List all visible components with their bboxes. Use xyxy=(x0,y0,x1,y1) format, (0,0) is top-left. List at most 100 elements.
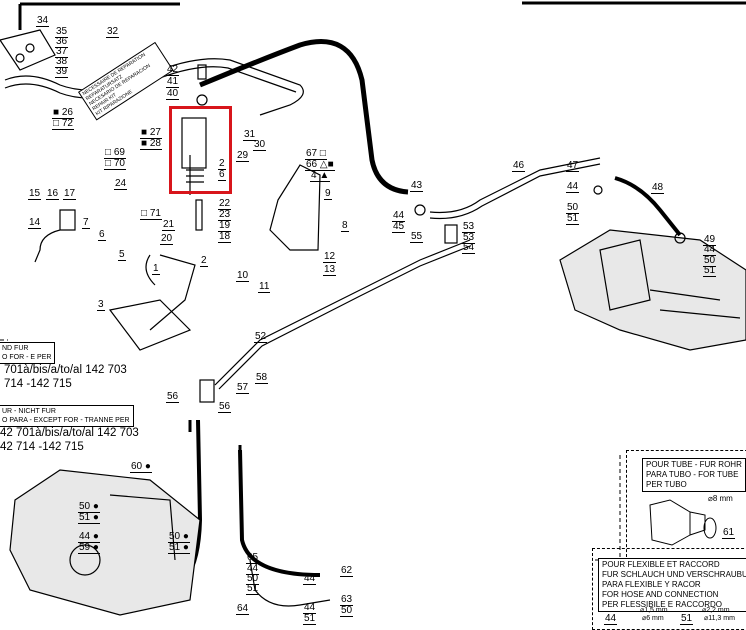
callout: 54 xyxy=(462,242,476,254)
box-text: PARA TUBO - FOR TUBE xyxy=(646,470,739,479)
frame-line-top xyxy=(18,1,746,30)
callout: 61 xyxy=(722,527,736,539)
callout: 56 xyxy=(166,391,180,403)
callout: 44 xyxy=(392,210,406,222)
box-text: POUR FLEXIBLE ET RACCORD xyxy=(602,560,720,569)
connector-53 xyxy=(444,224,458,244)
callout: 31 xyxy=(243,129,257,141)
push-rod xyxy=(195,199,203,231)
transmission-left-detail xyxy=(69,494,176,576)
callout: 57 xyxy=(236,382,250,394)
tube-64 xyxy=(249,559,331,607)
callout: 51 xyxy=(680,613,694,625)
callout: 1 xyxy=(152,263,160,275)
callout: 12 xyxy=(323,251,337,263)
serial-range: 714 -142 715 xyxy=(4,378,72,390)
except-models-box: UR - NICHT FUR O PARA - EXCEPT FOR - TRA… xyxy=(0,405,134,427)
callout: 30 xyxy=(253,139,267,151)
callout: 50 ● xyxy=(168,531,190,543)
callout: 43 xyxy=(410,180,424,192)
callout: 19 xyxy=(218,220,232,232)
callout: 50 xyxy=(246,573,260,585)
callout: 16 xyxy=(46,188,60,200)
callout: 51 xyxy=(246,583,260,595)
callout: 50 ● xyxy=(78,501,100,513)
callout: 42 xyxy=(166,64,180,76)
callout: 22 xyxy=(218,198,232,210)
hose-dimension: ⌀1,5 mm xyxy=(640,607,668,614)
callout: 2 xyxy=(200,255,208,267)
callout: 44 ● xyxy=(78,531,100,543)
highlighted-master-cylinder xyxy=(169,106,232,194)
callout: 4 ▲ xyxy=(310,170,331,182)
callout: 55 xyxy=(410,231,424,243)
callout: 44 xyxy=(604,613,618,625)
callout: 44 xyxy=(566,181,580,193)
callout: 44 xyxy=(703,244,717,256)
master-cylinder xyxy=(181,117,207,169)
box-text: FOR HOSE AND CONNECTION xyxy=(602,590,719,599)
callout: 51 xyxy=(566,213,580,225)
callout: 44 xyxy=(303,602,317,614)
callout: 18 xyxy=(218,231,232,243)
serial-range: 42 701à/bis/a/to/al 142 703 xyxy=(0,427,139,439)
callout: 6 xyxy=(218,169,226,181)
callout: 53 xyxy=(462,221,476,233)
box-text: PER FLESSIBILE E RACCORDO xyxy=(602,600,723,609)
callout: 67 □ xyxy=(305,148,327,160)
transmission-left xyxy=(9,469,201,616)
callout: □ 72 xyxy=(52,118,74,130)
callout: 3 xyxy=(97,299,105,311)
callout: 49 xyxy=(703,234,717,246)
callout: 37 xyxy=(55,46,69,58)
callout: 46 xyxy=(512,160,526,172)
bolt-38 xyxy=(25,43,35,53)
hose-62 xyxy=(238,449,321,577)
note-text: ND FUR xyxy=(2,345,29,352)
hose-box: POUR FLEXIBLE ET RACCORD FUR SCHLAUCH UN… xyxy=(598,558,746,612)
callout: 9 xyxy=(324,188,332,200)
serial-range: 42 714 -142 715 xyxy=(0,441,84,453)
for-models-box: ND FUR O FOR - E PER xyxy=(0,342,56,364)
callout: 6 xyxy=(98,229,106,241)
box-text: FUR SCHLAUCH UND VERSCHRAUBU xyxy=(602,570,746,579)
hose-dimension: ⌀11,3 mm xyxy=(704,615,735,622)
hose-dimension: ⌀6 mm xyxy=(642,615,664,622)
callout: □ 70 xyxy=(104,158,126,170)
callout: ■ 26 xyxy=(52,107,74,119)
clutch-pedal xyxy=(108,254,196,351)
hose-dimension: ⌀2,2 mm xyxy=(702,607,730,614)
fitting-47 xyxy=(593,185,603,195)
note-text: O PARA - EXCEPT FOR - TRANNE PER xyxy=(2,417,130,424)
callout: 14 xyxy=(28,217,42,229)
callout: 40 xyxy=(166,88,180,100)
callout: 36 xyxy=(55,36,69,48)
callout: 47 xyxy=(566,160,580,172)
callout: 60 ● xyxy=(130,461,152,473)
callout: 63 xyxy=(340,594,354,606)
washer-40 xyxy=(196,94,208,106)
callout: 59 ● xyxy=(78,542,100,554)
callout: 51 ● xyxy=(78,512,100,524)
callout: 44 xyxy=(303,573,317,585)
hose-main xyxy=(199,39,409,195)
callout: 44 xyxy=(246,563,260,575)
olive-ring-61 xyxy=(703,517,717,539)
callout: 2 xyxy=(218,158,226,170)
callout: 20 xyxy=(160,233,174,245)
pedal-bracket xyxy=(269,164,321,251)
callout: 23 xyxy=(218,209,232,221)
tube-52 xyxy=(214,239,471,390)
connector-56 xyxy=(199,379,215,403)
callout: 48 xyxy=(651,182,665,194)
callout: 58 xyxy=(255,372,269,384)
callout: 11 xyxy=(258,281,271,293)
callout: 7 xyxy=(82,217,90,229)
callout: 13 xyxy=(323,264,337,276)
callout: 64 xyxy=(236,603,250,615)
tube-box: POUR TUBE - FUR ROHR PARA TUBO - FOR TUB… xyxy=(642,458,746,492)
callout: 66 △■ xyxy=(305,159,335,171)
master-cylinder-spring xyxy=(186,155,204,195)
callout: ■ 28 xyxy=(140,138,162,150)
